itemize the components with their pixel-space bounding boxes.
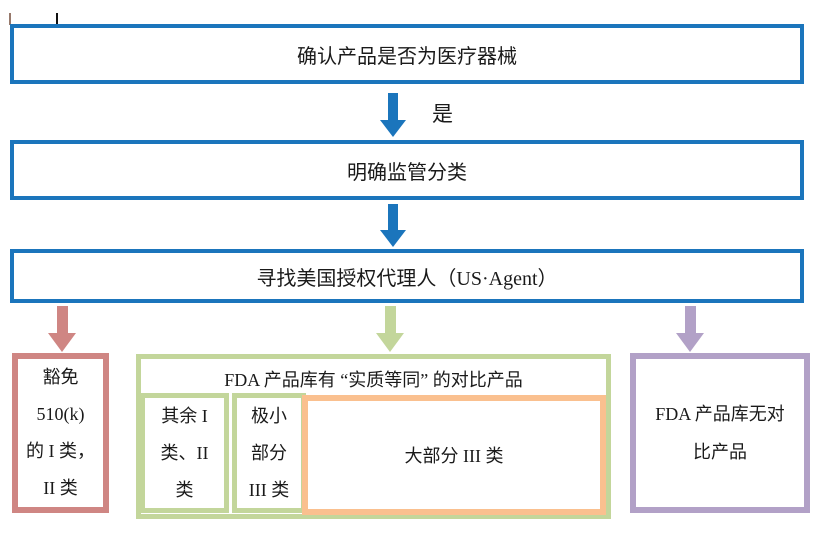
step-clarify-classification-label: 明确监管分类 xyxy=(347,161,467,184)
outcome-no-match-box: FDA 产品库无对 比产品 xyxy=(630,353,810,513)
cell-tiny-line: 极小 xyxy=(251,405,287,426)
arrow-head-icon xyxy=(380,120,406,137)
outcome-equivalent-header: FDA 产品库有 “实质等同” 的对比产品 xyxy=(224,370,523,390)
arrow-head-icon xyxy=(376,333,404,352)
cell-rest-line: 其余 I xyxy=(161,405,208,426)
arrow-down-branch-equivalent xyxy=(376,306,404,352)
stray-mark-black xyxy=(56,13,58,24)
arrow-shaft xyxy=(684,306,696,333)
cell-majority-label: 大部分 III 类 xyxy=(404,446,504,466)
yes-branch-label: 是 xyxy=(432,102,453,126)
outcome-no-match-line: 比产品 xyxy=(693,442,747,462)
cell-rest-line: 类 xyxy=(175,479,194,500)
outcome-exempt-line: II 类 xyxy=(43,478,78,498)
arrow-down-branch-exempt xyxy=(48,306,76,352)
arrow-head-icon xyxy=(380,230,406,247)
arrow-down-step1-to-step2 xyxy=(380,93,406,137)
arrow-head-icon xyxy=(676,333,704,352)
stray-mark-left xyxy=(9,13,11,25)
step-find-us-agent-label: 寻找美国授权代理人（US·Agent） xyxy=(256,267,558,290)
step-find-us-agent: 寻找美国授权代理人（US·Agent） xyxy=(10,249,804,303)
cell-tiny-line: III 类 xyxy=(248,479,290,500)
arrow-shaft xyxy=(388,204,398,230)
arrow-down-step2-to-step3 xyxy=(380,204,406,247)
step-confirm-medical-device: 确认产品是否为医疗器械 xyxy=(10,24,804,84)
arrow-shaft xyxy=(388,93,398,120)
arrow-head-icon xyxy=(48,333,76,352)
outcome-exempt-line: 510(k) xyxy=(36,404,85,424)
outcome-no-match-line: FDA 产品库无对 xyxy=(655,404,785,424)
arrow-down-branch-no-match xyxy=(676,306,704,352)
outcome-exempt-line: 豁免 xyxy=(42,367,79,387)
arrow-shaft xyxy=(384,306,396,333)
cell-rest-line: 类、II xyxy=(160,442,209,463)
step-confirm-medical-device-label: 确认产品是否为医疗器械 xyxy=(297,45,517,68)
cell-majority-class-3: 大部分 III 类 xyxy=(302,395,606,515)
cell-tiny-class-3: 极小 部分 III 类 xyxy=(232,393,306,513)
cell-tiny-line: 部分 xyxy=(251,442,287,463)
step-clarify-classification: 明确监管分类 xyxy=(10,140,804,200)
outcome-exempt-line: 的 I 类， xyxy=(26,441,95,461)
cell-rest-class-1-2: 其余 I 类、II 类 xyxy=(140,393,229,513)
arrow-shaft xyxy=(56,306,68,333)
outcome-exempt-510k-box: 豁免 510(k) 的 I 类， II 类 xyxy=(12,353,109,513)
